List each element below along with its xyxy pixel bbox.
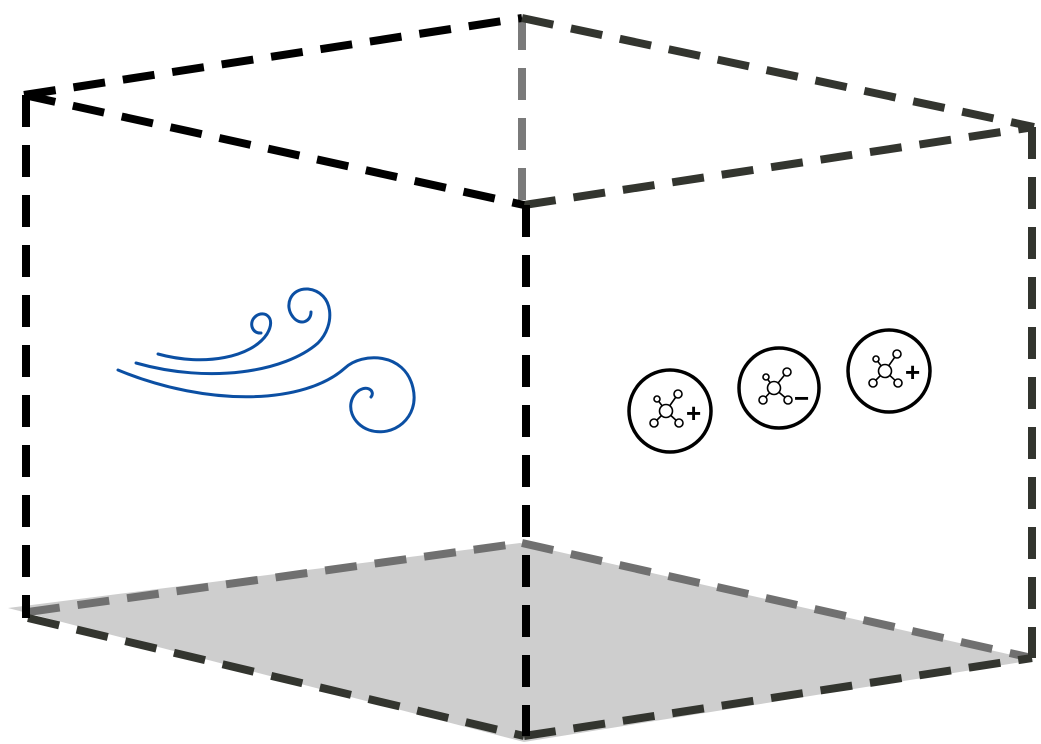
ion-positive-1: + bbox=[629, 370, 711, 452]
ion-charge-label: + bbox=[686, 398, 701, 428]
ion-positive-2: + bbox=[848, 330, 930, 412]
ion-charge-label: − bbox=[794, 383, 809, 413]
chamber-floor bbox=[8, 543, 1034, 742]
top-front-left-edge bbox=[24, 95, 524, 205]
top-back-left-edge bbox=[24, 18, 522, 95]
wind-icon bbox=[118, 289, 414, 432]
top-back-right-edge bbox=[522, 18, 1034, 127]
top-front-right-edge bbox=[524, 127, 1034, 205]
ion-charge-label: + bbox=[905, 357, 920, 387]
ion-negative: − bbox=[739, 348, 819, 428]
